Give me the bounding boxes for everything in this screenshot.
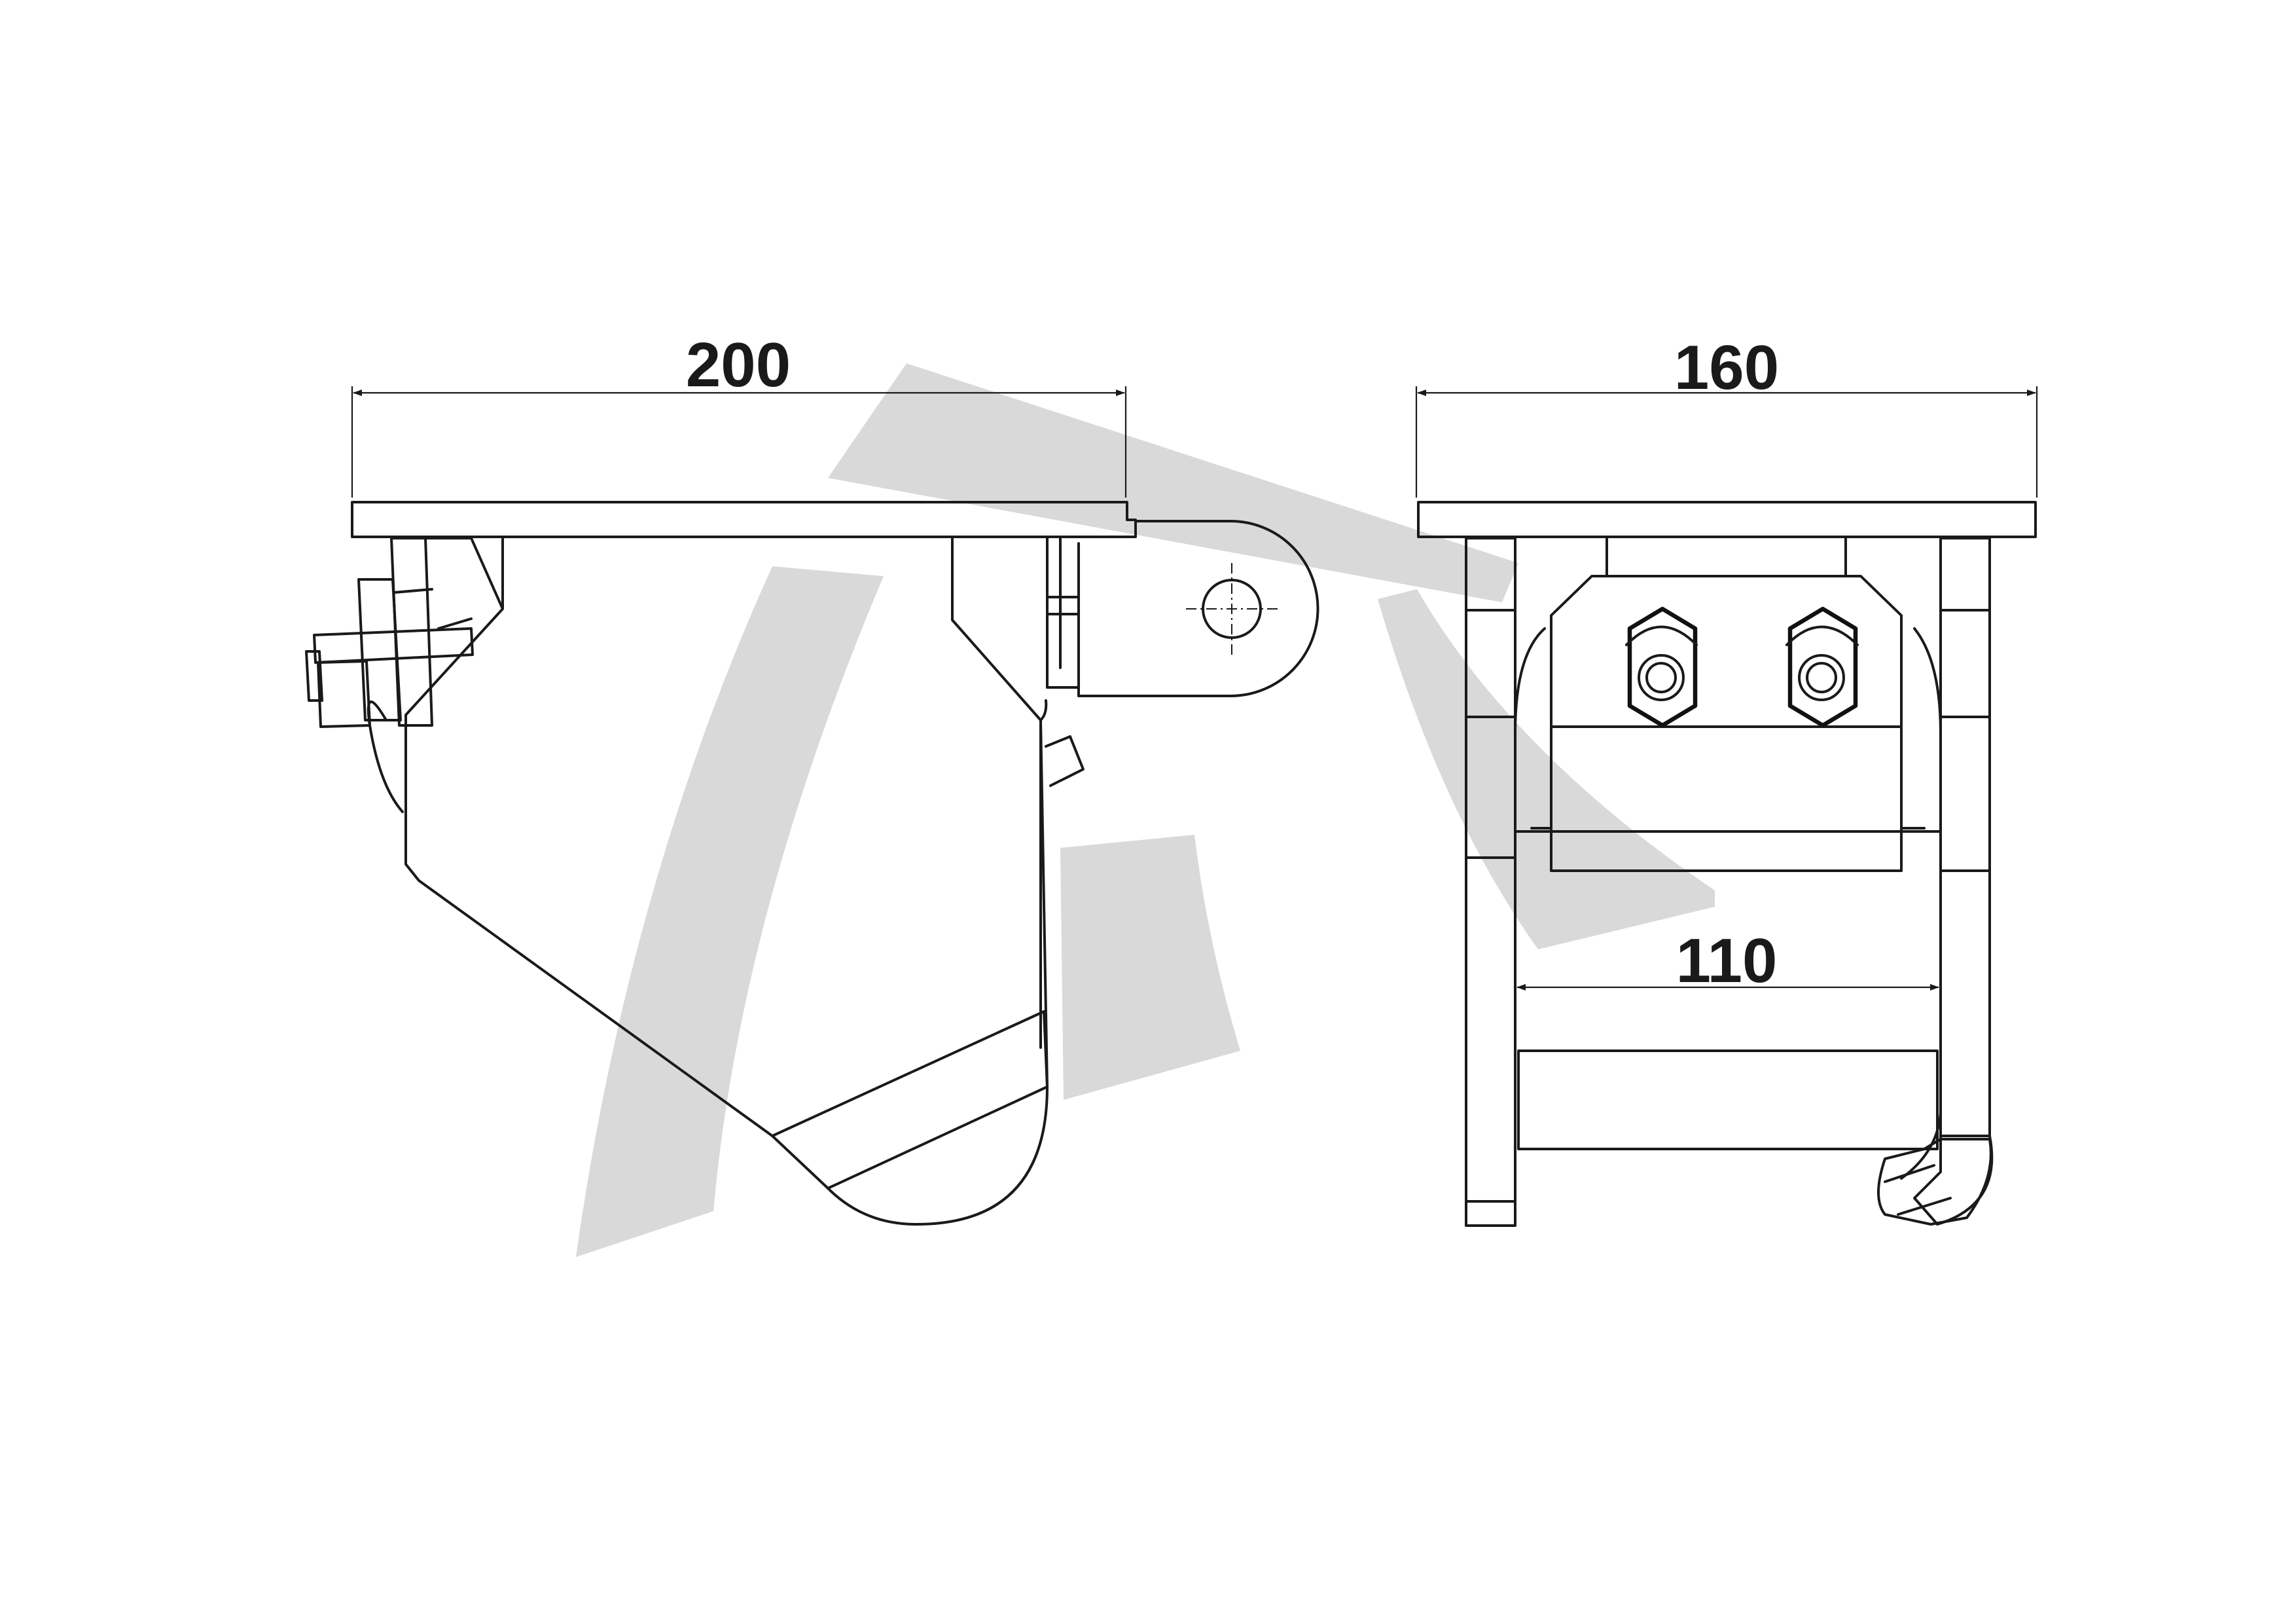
roller-body bbox=[1514, 627, 1942, 1180]
tread-line-1 bbox=[771, 1010, 1045, 1137]
side-width-label: 200 bbox=[686, 330, 791, 400]
clevis-bracket bbox=[1077, 520, 1319, 697]
release-pawl bbox=[1877, 1138, 1992, 1226]
clamp-plate bbox=[1550, 575, 1903, 872]
release-lever bbox=[1045, 735, 1085, 787]
watermark-logo bbox=[576, 363, 1715, 1257]
wheel-housing bbox=[404, 537, 1049, 1226]
left-side-plate bbox=[1465, 537, 1516, 1227]
right-side-plate bbox=[1913, 537, 1994, 1226]
side-width-dimension: 200 bbox=[351, 330, 1127, 498]
bolt-head-left bbox=[1625, 606, 1698, 728]
bolt-head-right bbox=[1785, 606, 1859, 728]
side-bolt-assembly bbox=[305, 537, 504, 813]
roller-shaft bbox=[1517, 1049, 1939, 1150]
front-width-label: 160 bbox=[1674, 333, 1779, 403]
pin-hole bbox=[1202, 579, 1262, 639]
front-width-dimension: 160 bbox=[1415, 333, 2038, 498]
front-view: 160 bbox=[1415, 333, 2038, 1227]
front-inner-label: 110 bbox=[1676, 926, 1778, 996]
front-mounting-plate bbox=[1417, 501, 2037, 538]
front-inner-dimension: 110 bbox=[1516, 926, 1939, 996]
side-view: 200 bbox=[305, 330, 1319, 1226]
tread-line-2 bbox=[827, 1085, 1049, 1190]
